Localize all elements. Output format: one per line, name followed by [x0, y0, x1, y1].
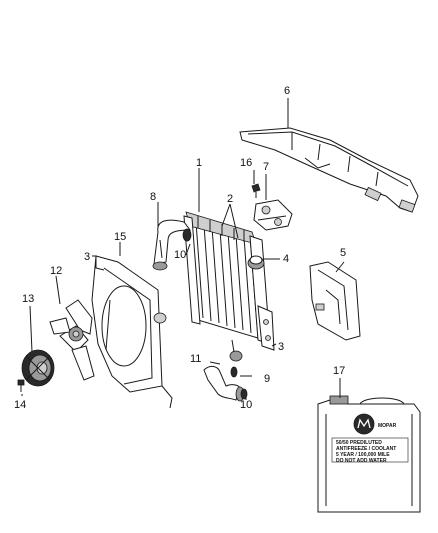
jug-line-1: 50/50 PREDILUTED: [336, 440, 382, 446]
callout-11: 11: [190, 353, 201, 365]
fan-clutch-part: [21, 349, 55, 387]
crossmember-part: [239, 127, 419, 213]
callout-9: 9: [264, 373, 270, 385]
upper-clamp-part: [182, 228, 192, 242]
lower-hose-part: [203, 365, 245, 402]
callout-1: 1: [196, 157, 202, 169]
callout-14: 14: [14, 399, 26, 411]
callout-12: 12: [50, 265, 62, 277]
callout-8: 8: [150, 191, 156, 203]
callout-17: 17: [333, 365, 345, 377]
callout-7: 7: [263, 161, 269, 173]
radiator-part: [183, 211, 275, 362]
clip-part: [251, 183, 261, 198]
fan-blade-part: [49, 299, 95, 381]
callout-10-lower: 10: [240, 399, 252, 411]
jug-brand: MOPAR: [378, 423, 397, 429]
callout-4: 4: [283, 253, 289, 265]
bolt-part: [17, 379, 25, 392]
fan-shroud-part: [91, 255, 173, 409]
coolant-jug: MOPAR 50/50 PREDILUTED ANTIFREEZE / COOL…: [317, 395, 421, 513]
callout-13: 13: [22, 293, 34, 305]
jug-line-3: 5 YEAR / 100,000 MILE: [336, 452, 390, 458]
bracket-part: [253, 199, 293, 231]
callout-2: 2: [227, 193, 233, 205]
lower-clamp-part: [230, 366, 248, 400]
callout-3-left: 3: [84, 251, 90, 263]
callout-16: 16: [240, 157, 252, 169]
callout-15: 15: [114, 231, 126, 243]
callout-6: 6: [284, 85, 290, 97]
radiator-fins: [195, 221, 252, 334]
jug-line-2: ANTIFREEZE / COOLANT: [336, 446, 396, 452]
callout-numbers: 6 1 16 7 8 2 3 15 10 4 5 12 13 3 11 9 10…: [14, 85, 346, 411]
side-baffle-part: [309, 261, 361, 341]
callout-10-upper: 10: [174, 249, 186, 261]
jug-line-4: DO NOT ADD WATER: [336, 458, 387, 464]
upper-hose-part: [152, 219, 191, 271]
callout-3-right: 3: [278, 341, 284, 353]
leader-lines: [21, 98, 345, 400]
callout-5: 5: [340, 247, 346, 259]
